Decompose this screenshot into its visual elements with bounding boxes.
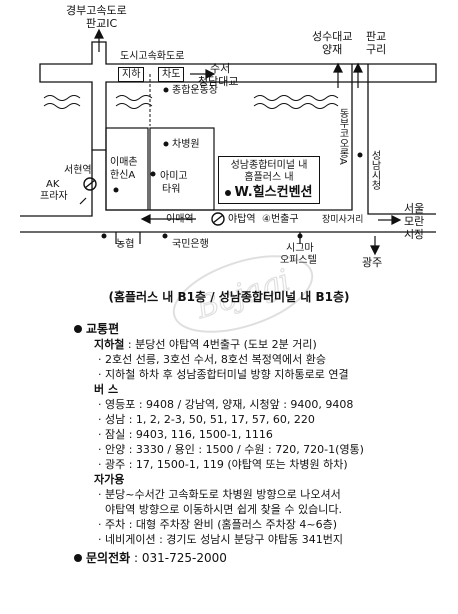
subway-icon-yatap <box>211 212 225 226</box>
location-map <box>20 28 437 256</box>
label-dongbu: 동부코오롱A <box>337 108 348 165</box>
label-moran: 모란 <box>404 215 425 228</box>
upper-road <box>39 41 437 151</box>
transport-title: 교통편 <box>86 322 120 336</box>
label-yangjae: 양재 <box>322 43 343 56</box>
venue-line-1: 성남종합터미널 내 <box>230 160 308 171</box>
imae-block <box>105 127 149 211</box>
label-market: 시장 <box>404 228 425 241</box>
label-cha-hospital: 차병원 <box>172 139 200 150</box>
bojagi-watermark-logo: Bojagi <box>172 255 314 333</box>
bullet-icon <box>74 554 82 562</box>
label-guri: 구리 <box>366 43 387 56</box>
subway-icon-seohyeon <box>83 177 97 191</box>
label-yatap: 야탑역 <box>228 214 256 225</box>
label-imae-station: 이매역 <box>166 214 194 225</box>
phone-title: 문의전화 <box>86 551 131 565</box>
lower-road <box>20 64 436 233</box>
bus-label: 버 스 <box>94 383 119 396</box>
venue-name: W.힐스컨벤션 <box>219 184 319 202</box>
car-item: · 분당~수서간 고속화도로 차병원 방향으로 나오셔서 <box>98 488 341 501</box>
subway-item: · 지하철 하차 후 성남종합터미널 방향 지하통로로 연결 <box>98 368 349 381</box>
phone-heading: 문의전화 : 031-725-2000 <box>74 551 456 566</box>
venue-line-2: 홈플러스 내 <box>244 172 294 183</box>
label-pangyo: 판교 <box>366 30 387 43</box>
label-jiha: 지하 <box>118 67 145 82</box>
subway-item: · 2호선 선릉, 3호선 수서, 8호선 복정역에서 환승 <box>98 353 327 366</box>
label-suseo: 수서 <box>210 62 231 75</box>
label-seoul: 서울 <box>404 202 425 215</box>
floor-caption: (홈플러스 내 B1층 / 성남종합터미널 내 B1층) <box>108 290 350 304</box>
label-gwangju: 광주 <box>362 256 383 269</box>
label-nonghyup: 농협 <box>116 239 135 250</box>
label-sports-complex: 종합운동장 <box>172 85 218 96</box>
transport-heading: 교통편 <box>74 322 456 337</box>
car-item: 야탑역 방향으로 이동하시면 쉽게 찾을 수 있습니다. <box>98 503 342 516</box>
label-cheongdam: 청담대교 <box>198 75 239 88</box>
subway-line: : 분당선 야탑역 4번출구 (도보 2분 거리) <box>124 338 317 351</box>
label-exit4: ④번출구 <box>262 214 299 225</box>
label-dosi-highway: 도시고속화도로 <box>120 51 185 62</box>
label-gyeongbu: 경부고속도로 <box>66 4 127 17</box>
label-sigma: 시그마 <box>286 243 314 254</box>
label-jangmisa: 장미사거리 <box>322 215 364 225</box>
label-imae-village: 이매촌 <box>110 157 138 168</box>
bullet-icon <box>74 325 82 333</box>
label-hansin: 한신A <box>110 170 136 181</box>
label-seongsu-bridge: 성수대교 <box>312 30 353 43</box>
phone-number: : 031-725-2000 <box>130 551 227 565</box>
label-kookmin: 국민은행 <box>172 239 209 250</box>
transport-info: 교통편 지하철 : 분당선 야탑역 4번출구 (도보 2분 거리) · 2호선 … <box>74 322 456 566</box>
venue-box: 성남종합터미널 내 홈플러스 내 W.힐스컨벤션 <box>218 156 320 204</box>
label-sigma-2: 오피스텔 <box>280 255 317 266</box>
label-ak: AK <box>46 179 60 190</box>
bus-item: · 성남 : 1, 2, 2-3, 50, 51, 17, 57, 60, 22… <box>98 413 315 426</box>
label-amigo: 아미고 <box>160 171 188 182</box>
car-item: · 주차 : 대형 주차장 완비 (홈플러스 주차장 4~6층) <box>98 518 338 531</box>
venue-name-text: W.힐스컨벤션 <box>234 185 313 200</box>
label-amigo-2: 타워 <box>162 184 181 195</box>
label-pangyo-ic: 판교IC <box>86 17 118 30</box>
label-ak-2: 프라자 <box>40 191 68 202</box>
car-label: 자가용 <box>94 473 125 486</box>
bus-item: · 영등포 : 9408 / 강남역, 양재, 시청앞 : 9400, 9408 <box>98 398 354 411</box>
bus-item: · 잠실 : 9403, 116, 1500-1, 1116 <box>98 428 273 441</box>
subway-label: 지하철 <box>94 338 125 351</box>
label-seongnam-city: 성남시청 <box>369 150 380 190</box>
car-item: · 네비게이션 : 경기도 성남시 분당구 야탑동 341번지 <box>98 533 343 546</box>
label-seohyeon: 서현역 <box>64 165 92 176</box>
label-chado: 차도 <box>158 67 185 82</box>
amigo-block <box>149 127 215 211</box>
bus-item: · 안양 : 3330 / 용인 : 1500 / 수원 : 720, 720-… <box>98 443 364 456</box>
subway-row: 지하철 : 분당선 야탑역 4번출구 (도보 2분 거리) <box>94 337 456 352</box>
bus-item: · 광주 : 17, 1500-1, 119 (야탑역 또는 차병원 하차) <box>98 458 348 471</box>
